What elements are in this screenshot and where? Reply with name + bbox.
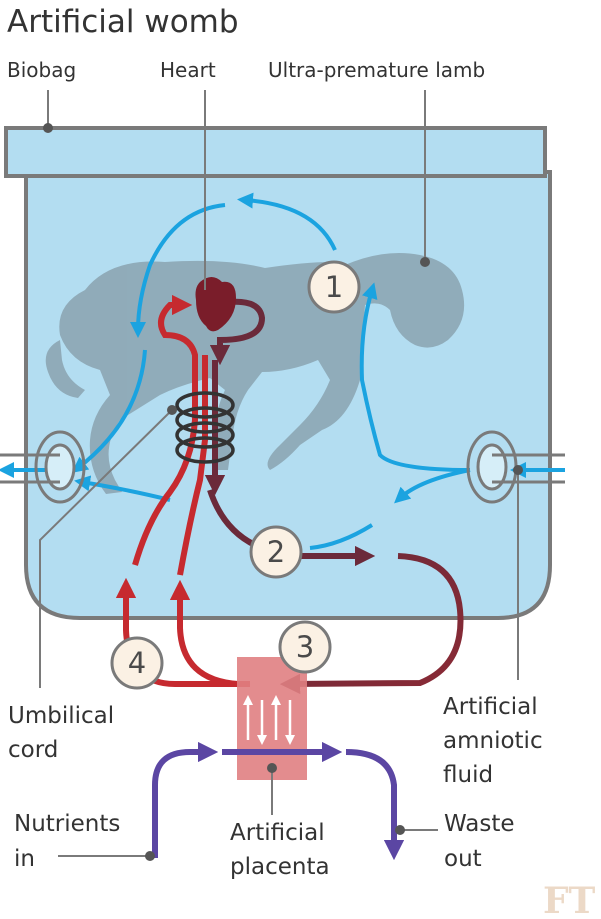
heart-icon <box>195 277 236 332</box>
label-waste-line1: Waste <box>444 811 515 837</box>
leader-lines <box>39 90 519 857</box>
label-fluid-line2: amniotic <box>443 728 543 754</box>
step-1-marker: 1 <box>307 260 361 314</box>
step-4-label: 4 <box>128 646 146 680</box>
step-1-label: 1 <box>325 270 343 304</box>
step-3-label: 3 <box>296 630 314 664</box>
ft-logo: FT <box>543 880 596 919</box>
step-4-marker: 4 <box>110 636 164 690</box>
label-fluid-line1: Artificial <box>443 694 538 720</box>
umbilical-coil <box>175 391 235 464</box>
step-2-label: 2 <box>267 535 285 569</box>
placenta-exchange-arrows <box>243 695 295 745</box>
label-placenta-line1: Artificial <box>230 820 325 846</box>
leader-dots <box>43 123 523 861</box>
label-placenta-line2: placenta <box>230 854 330 880</box>
label-umbilical-line1: Umbilical <box>8 703 114 729</box>
left-port <box>0 430 86 504</box>
label-waste-line2: out <box>444 846 482 872</box>
label-heart: Heart <box>160 58 216 82</box>
nutrient-waste-flow <box>152 741 405 861</box>
step-3-marker: 3 <box>278 620 332 674</box>
label-nutrients-line2: in <box>14 846 35 872</box>
label-umbilical-line2: cord <box>8 737 58 763</box>
biobag-lid <box>4 126 547 178</box>
amniotic-fluid-flow <box>0 192 565 550</box>
label-biobag: Biobag <box>7 58 76 82</box>
diagram-title: Artificial womb <box>7 4 239 40</box>
label-nutrients-line1: Nutrients <box>14 811 120 837</box>
label-lamb: Ultra-premature lamb <box>268 58 485 82</box>
step-2-marker: 2 <box>249 525 303 579</box>
label-fluid-line3: fluid <box>443 762 493 788</box>
